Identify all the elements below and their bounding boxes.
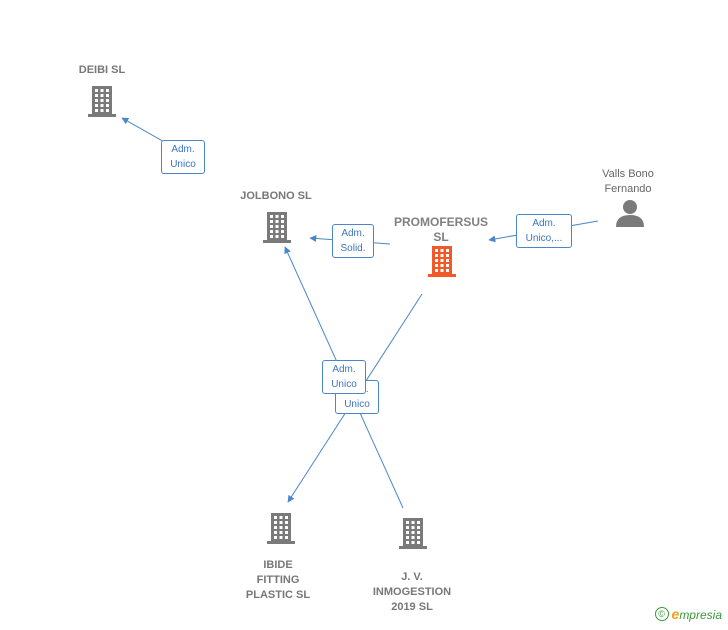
edge-label-jv-to-jolbono[interactable]: Adm. Unico: [322, 360, 366, 394]
building-icon[interactable]: [88, 86, 116, 117]
building-icon[interactable]: [263, 212, 291, 243]
focus-building-icon[interactable]: [428, 246, 456, 277]
brand-logo: empresia: [672, 606, 722, 622]
node-label-deibi[interactable]: DEIBI SL: [78, 64, 126, 76]
copyright-icon: ©: [654, 607, 669, 621]
edge-label-promofersus-to-jolbono[interactable]: Adm. Solid.: [332, 224, 374, 258]
building-icon[interactable]: [399, 518, 427, 549]
footer-brand[interactable]: © empresia: [654, 606, 722, 622]
edge-label-valls-to-promofersus[interactable]: Adm. Unico,...: [516, 214, 572, 248]
node-label-ibide[interactable]: IBIDE FITTING PLASTIC SL: [245, 559, 311, 601]
node-label-jolbono[interactable]: JOLBONO SL: [240, 190, 312, 202]
node-label-jv[interactable]: J. V. INMOGESTION 2019 SL: [372, 571, 452, 613]
brand-name: mpresia: [679, 608, 722, 622]
node-label-promofersus[interactable]: PROMOFERSUS SL: [393, 215, 488, 244]
edge-label-jolbono-to-deibi[interactable]: Adm. Unico: [161, 140, 205, 174]
node-label-valls[interactable]: Valls Bono Fernando: [602, 168, 654, 195]
brand-initial: e: [671, 606, 680, 622]
building-icon[interactable]: [267, 513, 295, 544]
person-icon[interactable]: [616, 200, 644, 227]
